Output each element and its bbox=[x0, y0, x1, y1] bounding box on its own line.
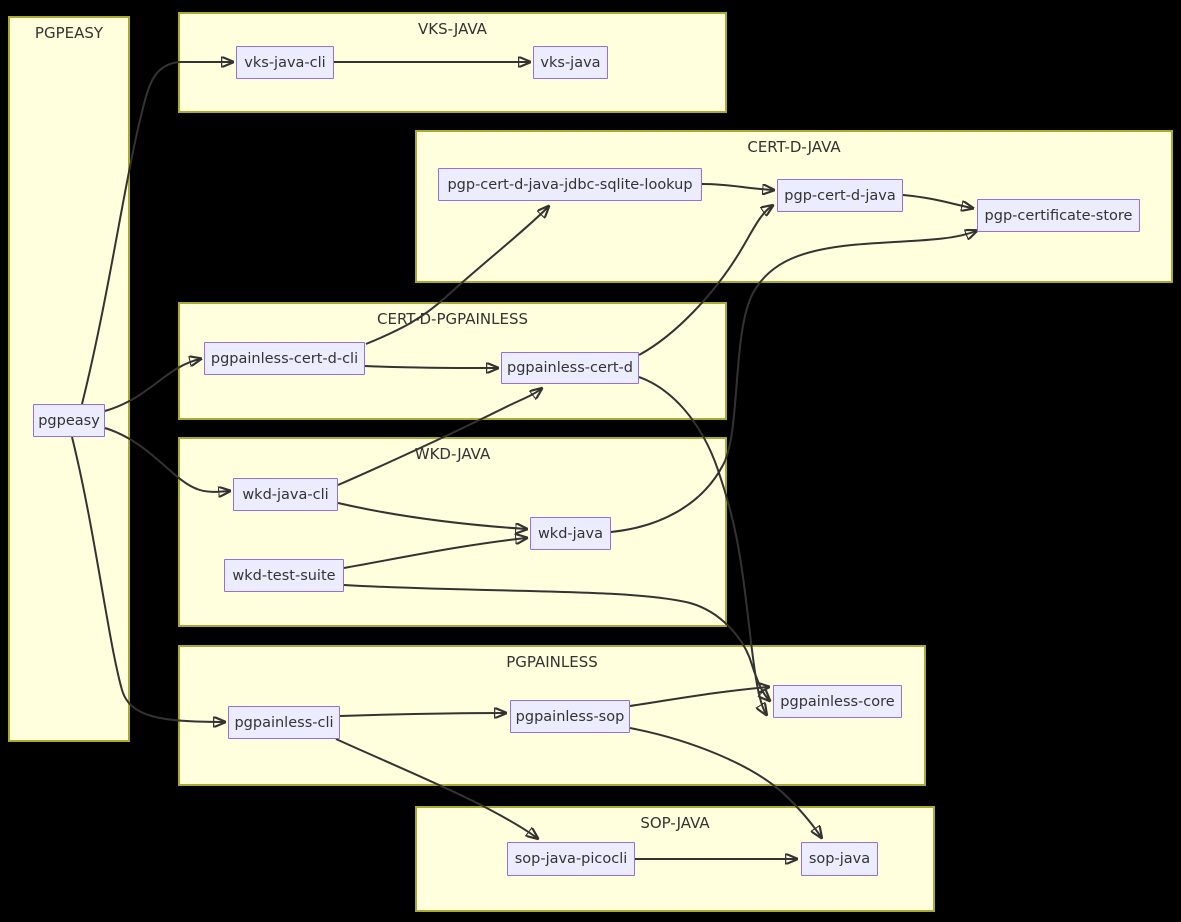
edge-pgpeasy-to-wkd-java-cli bbox=[104, 427, 229, 492]
node-sop-java: sop-java bbox=[801, 842, 878, 876]
edge-pgpainless-cert-d-to-pgpainless-core bbox=[638, 376, 766, 714]
node-pgpainless-cli: pgpainless-cli bbox=[228, 706, 340, 739]
node-pgpainless-core: pgpainless-core bbox=[773, 685, 902, 718]
edge-pgpainless-cert-d-cli-to-pgpainless-cert-d bbox=[364, 366, 497, 368]
node-vks-java: vks-java bbox=[533, 46, 608, 79]
node-pgpainless-sop: pgpainless-sop bbox=[510, 700, 630, 733]
node-wkd-java-cli: wkd-java-cli bbox=[233, 478, 338, 511]
cluster-title-cert-d-java-group: CERT-D-JAVA bbox=[747, 138, 841, 156]
node-pgpainless-cert-d: pgpainless-cert-d bbox=[501, 352, 639, 384]
edge-pgp-cert-d-java-jdbc-sqlite-lookup-to-pgp-cert-d-java bbox=[701, 183, 773, 190]
edge-pgpainless-sop-to-pgpainless-core bbox=[629, 687, 768, 707]
edge-pgpainless-cli-to-sop-java-picocli bbox=[335, 738, 537, 838]
cluster-title-cert-d-pgpainless-group: CERT-D-PGPAINLESS bbox=[377, 310, 528, 328]
cluster-title-sop-java-group: SOP-JAVA bbox=[640, 814, 710, 832]
node-pgp-cert-d-java-jdbc-sqlite-lookup: pgp-cert-d-java-jdbc-sqlite-lookup bbox=[438, 168, 702, 201]
edge-pgpeasy-to-vks-java-cli bbox=[81, 62, 232, 405]
edge-pgpainless-cert-d-cli-to-pgp-cert-d-java-jdbc-sqlite-lookup bbox=[365, 207, 548, 345]
edge-wkd-java-cli-to-pgpainless-cert-d bbox=[337, 389, 541, 486]
edge-pgpainless-cert-d-to-pgp-cert-d-java bbox=[638, 206, 772, 356]
edge-pgpainless-sop-to-sop-java bbox=[629, 727, 821, 837]
edge-pgpainless-cli-to-pgpainless-sop bbox=[339, 713, 505, 716]
node-pgpainless-cert-d-cli: pgpainless-cert-d-cli bbox=[204, 342, 365, 375]
edge-pgpeasy-to-pgpainless-cli bbox=[71, 436, 224, 722]
edge-wkd-test-suite-to-pgpainless-core bbox=[343, 584, 769, 700]
edge-pgpeasy-to-pgpainless-cert-d-cli bbox=[104, 359, 200, 412]
node-sop-java-picocli: sop-java-picocli bbox=[507, 842, 635, 876]
node-pgp-cert-d-java: pgp-cert-d-java bbox=[777, 179, 903, 212]
edge-wkd-test-suite-to-wkd-java bbox=[343, 538, 526, 569]
cluster-title-pgpainless-group: PGPAINLESS bbox=[506, 653, 598, 671]
cluster-title-wkd-java-group: WKD-JAVA bbox=[414, 445, 491, 463]
edge-wkd-java-to-pgp-certificate-store bbox=[610, 231, 976, 533]
node-pgpeasy: pgpeasy bbox=[33, 404, 105, 437]
cluster-title-vks-java-group: VKS-JAVA bbox=[418, 20, 487, 38]
cluster-vks-java-group: VKS-JAVA bbox=[178, 12, 727, 113]
edge-pgp-cert-d-java-to-pgp-certificate-store bbox=[902, 194, 972, 208]
node-wkd-test-suite: wkd-test-suite bbox=[224, 559, 344, 592]
cluster-pgpeasy-group: PGPEASY bbox=[8, 16, 130, 742]
node-pgp-certificate-store: pgp-certificate-store bbox=[977, 199, 1140, 232]
cluster-title-pgpeasy-group: PGPEASY bbox=[34, 24, 104, 42]
node-vks-java-cli: vks-java-cli bbox=[236, 46, 334, 79]
edge-wkd-java-cli-to-wkd-java bbox=[337, 502, 526, 529]
node-wkd-java: wkd-java bbox=[530, 517, 611, 550]
